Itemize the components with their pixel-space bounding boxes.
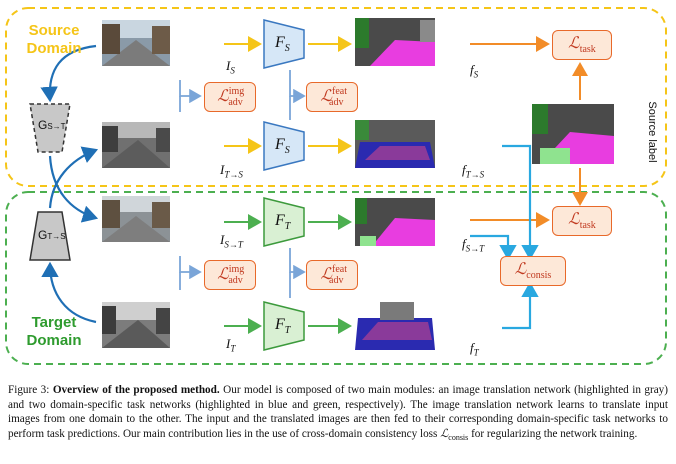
loss-img-bottom-sup: img [228, 264, 245, 275]
loss-task-bottom: ℒtask [552, 206, 612, 236]
generator-t-to-s [29, 211, 71, 261]
task-net-ft-bottom [263, 301, 305, 351]
label-I-S2T: IS→T [220, 232, 243, 250]
label-f-S2T: fS→T [462, 236, 484, 254]
source-label-text: Source label [646, 101, 658, 163]
loss-img-adv-bottom: ℒimgadv [204, 260, 256, 290]
f-T-sub: T [473, 347, 479, 358]
loss-feat-top-symbol: ℒ [320, 88, 333, 105]
loss-feat-adv-bottom: ℒfeatadv [306, 260, 358, 290]
source-domain-region [5, 7, 667, 187]
ft-top-main: F [275, 212, 285, 229]
generator-s-to-t-label: GS→T [38, 118, 66, 132]
caption-label: Figure 3: [8, 384, 50, 396]
loss-feat-top-sup: feat [332, 86, 348, 97]
loss-img-top-symbol: ℒ [217, 88, 229, 105]
target-domain-region [5, 191, 667, 365]
fs-bottom-main: F [275, 136, 285, 153]
fs-bottom-label: FS [275, 136, 290, 156]
image-source [102, 20, 170, 66]
generator-t-to-s-label: GT→S [38, 228, 66, 242]
ft-top-label: FT [275, 212, 290, 232]
loss-task-top: ℒtask [552, 30, 612, 60]
source-domain-line2: Domain [26, 40, 82, 57]
loss-consis-sub: consis [526, 270, 552, 281]
I-T2S-sub: T→S [224, 169, 243, 180]
loss-feat-bottom-sup: feat [332, 264, 348, 275]
caption-loss-sub: consis [448, 433, 469, 443]
image-source-to-target [102, 196, 170, 242]
task-net-ft-top [263, 197, 305, 247]
task-net-fs-top [263, 19, 305, 69]
loss-consis: ℒconsis [500, 256, 566, 286]
source-domain-line1: Source [28, 22, 80, 39]
label-I-T2S: IT→S [220, 162, 243, 180]
gen-t2s-main: G [38, 228, 48, 242]
f-T2S-main: f [462, 162, 466, 177]
target-domain-line1: Target [31, 314, 77, 331]
f-S-main: f [470, 62, 474, 77]
label-I-S: IS [226, 58, 235, 76]
gen-t2s-sub: T→S [47, 232, 66, 241]
figure-caption: Figure 3: Overview of the proposed metho… [8, 383, 668, 446]
segmentation-source-label [532, 104, 614, 164]
fs-top-sub: S [284, 43, 290, 55]
fs-top-label: FS [275, 34, 290, 54]
loss-feat-bottom-sub: adv [329, 275, 344, 286]
generator-s-to-t [29, 103, 71, 153]
I-S2T-main: I [220, 232, 225, 247]
image-target [102, 302, 170, 348]
caption-text1: Our model is composed of two main module… [8, 384, 669, 440]
fs-top-main: F [275, 34, 285, 51]
loss-feat-adv-top: ℒfeatadv [306, 82, 358, 112]
f-S2T-main: f [462, 236, 466, 251]
ft-bottom-label: FT [275, 316, 290, 336]
loss-img-bottom-sub: adv [228, 275, 243, 286]
task-net-fs-bottom [263, 121, 305, 171]
label-I-T: IT [226, 336, 235, 354]
method-overview-diagram [5, 7, 667, 365]
f-T-main: f [470, 340, 474, 355]
loss-img-top-sub: adv [228, 97, 243, 108]
segmentation-f-s-to-t [355, 198, 435, 246]
I-T-sub: T [230, 343, 236, 354]
gen-s2t-sub: S→T [47, 122, 66, 131]
loss-consis-symbol: ℒ [514, 261, 527, 278]
f-S-sub: S [473, 69, 479, 80]
label-f-S: fS [470, 62, 478, 80]
label-f-T: fT [470, 340, 479, 358]
loss-task-top-symbol: ℒ [568, 35, 580, 52]
loss-img-adv-top: ℒimgadv [204, 82, 256, 112]
I-S-sub: S [230, 65, 235, 76]
ft-bottom-main: F [275, 316, 285, 333]
segmentation-f-t-to-s [355, 120, 435, 168]
loss-task-bottom-sub: task [579, 220, 596, 231]
image-target-to-source [102, 122, 170, 168]
I-T-main: I [226, 336, 231, 351]
loss-feat-bottom-symbol: ℒ [320, 266, 333, 283]
caption-loss-symbol: ℒ [440, 427, 449, 440]
loss-img-bottom-symbol: ℒ [217, 266, 229, 283]
fs-bottom-sub: S [284, 145, 290, 157]
caption-bold: Overview of the proposed method. [52, 384, 220, 396]
ft-bottom-sub: T [284, 325, 291, 337]
ft-top-sub: T [284, 221, 291, 233]
loss-img-top-sup: img [228, 86, 245, 97]
source-domain-label: Source Domain [8, 22, 100, 58]
f-T2S-sub: T→S [465, 169, 485, 180]
loss-task-top-sub: task [579, 44, 596, 55]
target-domain-line2: Domain [26, 332, 82, 349]
loss-task-bottom-symbol: ℒ [568, 211, 580, 228]
segmentation-f-s [355, 18, 435, 66]
gen-s2t-main: G [38, 118, 48, 132]
segmentation-f-t [355, 302, 435, 350]
caption-text2: for regularizing the network training. [471, 427, 638, 440]
f-S2T-sub: S→T [465, 243, 485, 254]
loss-feat-top-sub: adv [329, 97, 344, 108]
I-T2S-main: I [220, 162, 225, 177]
I-S2T-sub: S→T [224, 239, 243, 250]
I-S-main: I [226, 58, 231, 73]
target-domain-label: Target Domain [8, 314, 100, 350]
label-f-T2S: fT→S [462, 162, 484, 180]
